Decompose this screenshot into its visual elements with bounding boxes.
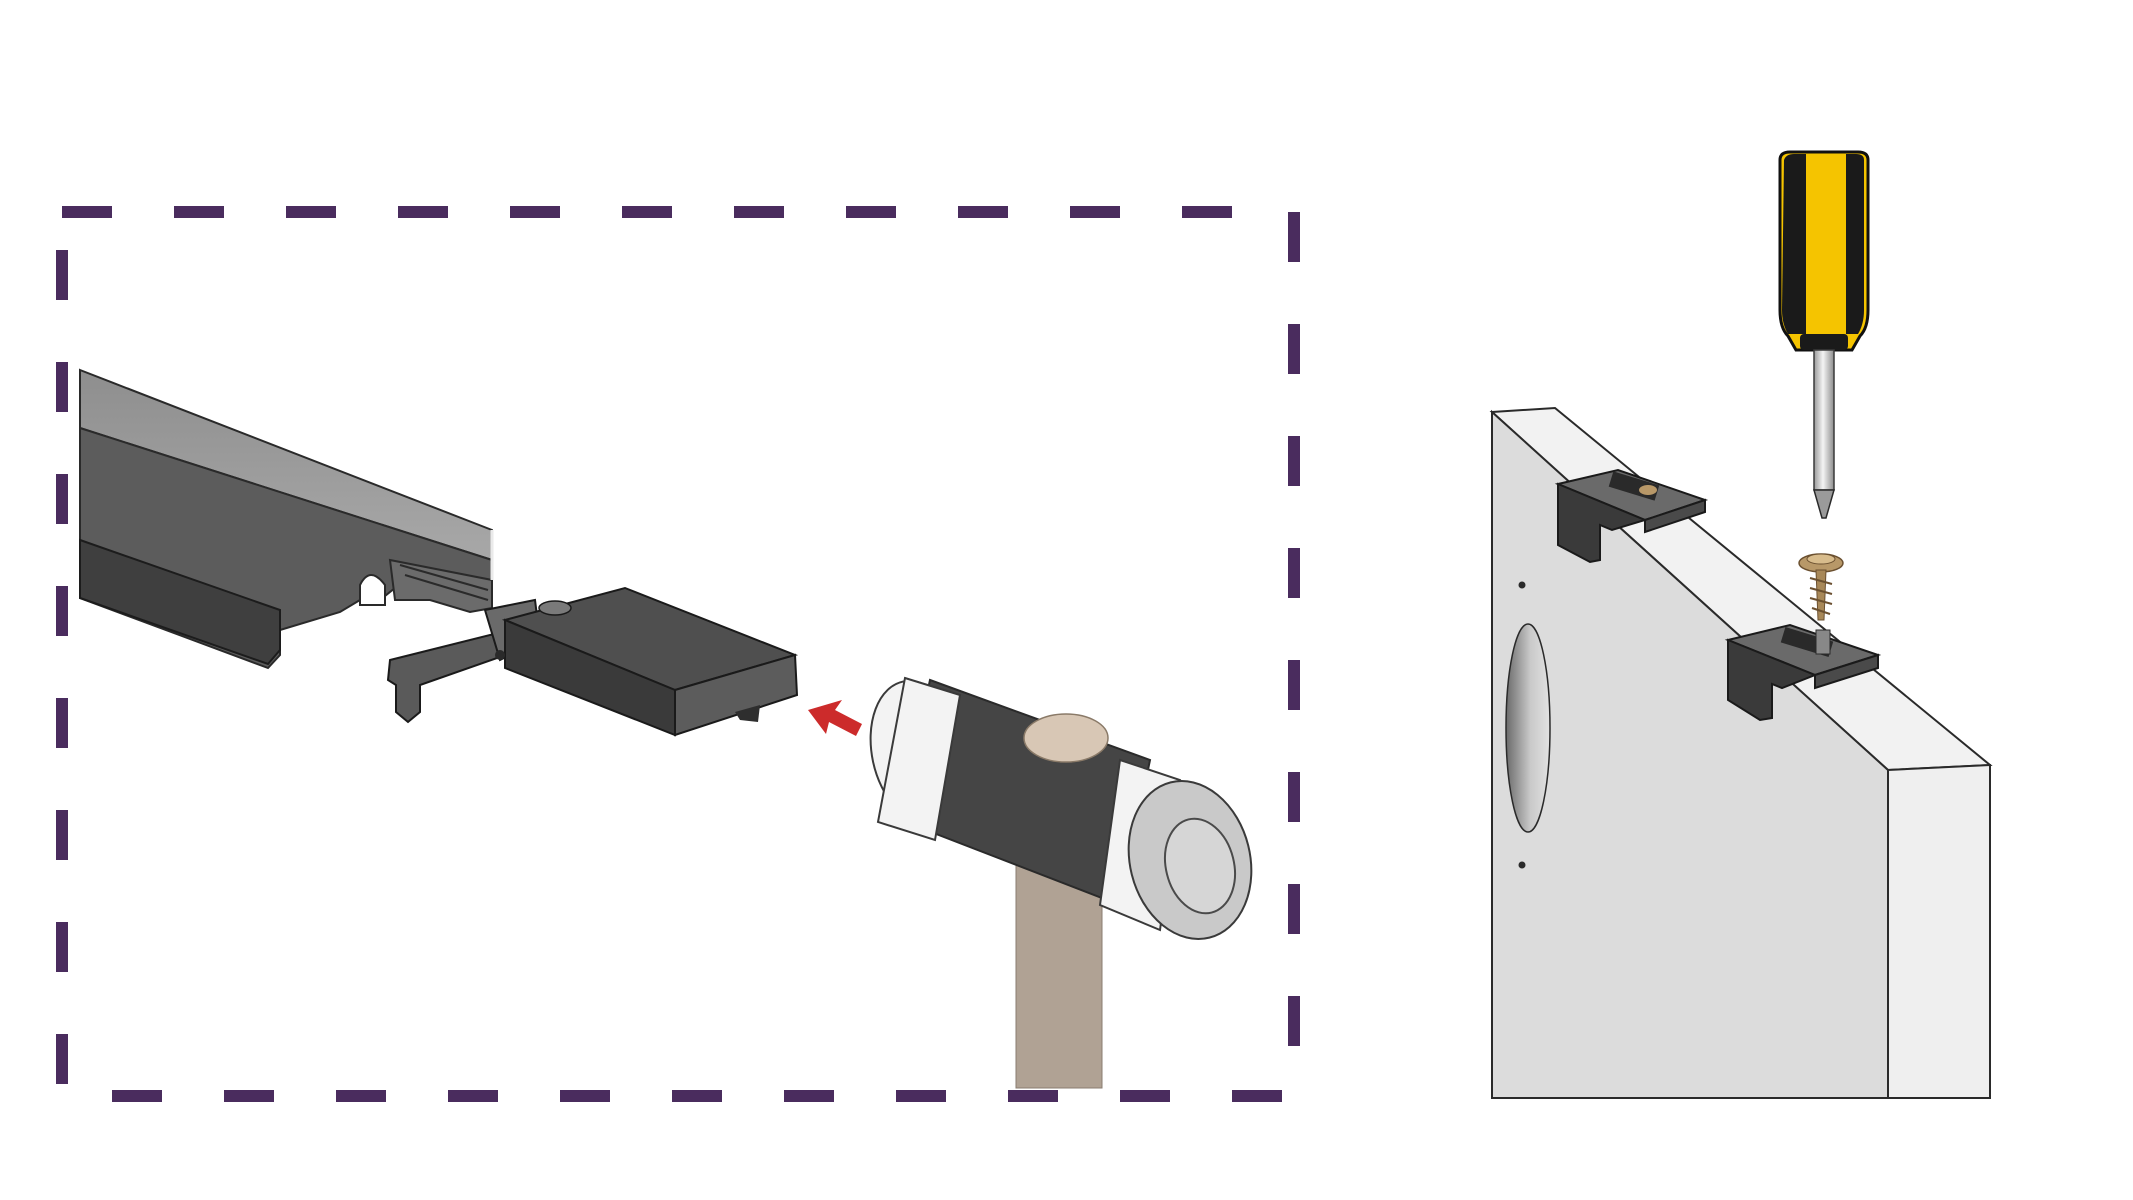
aluminium-profile: [79, 368, 494, 670]
board-hole: [1505, 623, 1551, 833]
screw-icon: [1798, 553, 1844, 621]
end-cap-insertion-panel: [56, 206, 1300, 1102]
mounting-clip: [1554, 468, 1709, 564]
end-cap: [386, 586, 799, 737]
dashed-frame: [56, 206, 1300, 1102]
screwdriver-icon: [1778, 150, 1870, 519]
mallet-handle: [1015, 859, 1103, 1089]
mallet-icon: [869, 676, 1253, 1089]
clip-fastening-panel: [1489, 150, 1993, 1099]
mounting-clip: [1724, 623, 1882, 722]
screwdriver-shaft: [1813, 349, 1835, 491]
arrow-icon: [808, 700, 862, 736]
